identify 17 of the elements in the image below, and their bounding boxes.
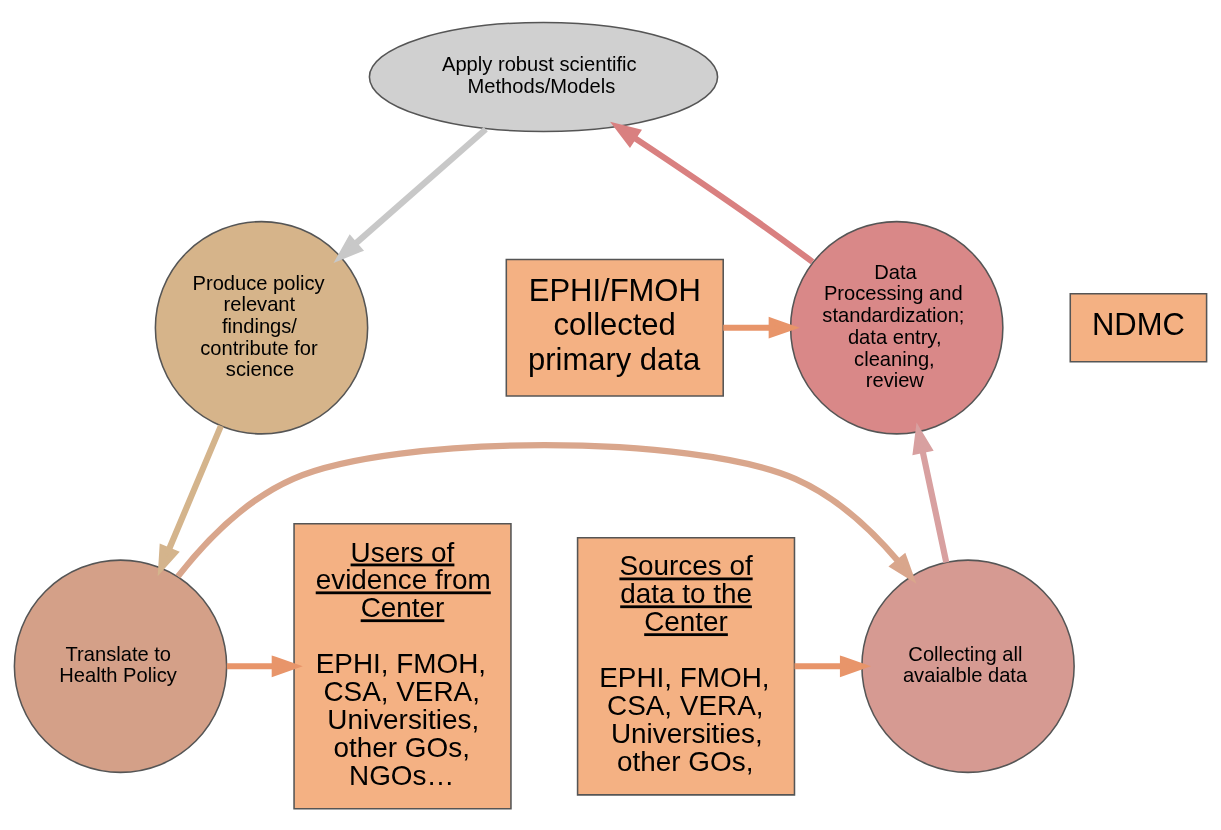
- node-ellipse: Apply robust scientific Methods/Models: [368, 21, 719, 132]
- arrow: [226, 654, 303, 677]
- node-circle: Translate to Health Policy: [13, 558, 228, 773]
- arrow: [723, 316, 800, 339]
- node-circle: Data Processing and standardization; data entry, cleaning, review: [789, 220, 1004, 435]
- node-box: Users of evidence from Center EPHI, FMOH, CSA, VERA, Universities, other GOs, NGOs…: [293, 522, 512, 810]
- arrow: [794, 654, 871, 677]
- node-box: Sources of data to the Center EPHI, FMOH, CSA, VERA, Universities, other GOs,: [576, 536, 796, 796]
- arrow: [175, 441, 917, 584]
- arrow: [912, 422, 950, 563]
- arrow: [610, 121, 815, 264]
- node-circle: Produce policy relevant findings/ contribute for science: [154, 220, 369, 435]
- node-box: EPHI/FMOH collected primary data: [505, 258, 724, 397]
- arrow: [157, 424, 224, 576]
- arrow: [333, 126, 488, 263]
- node-box: NDMC: [1069, 292, 1208, 363]
- node-circle: Collecting all avaialble data: [861, 558, 1075, 773]
